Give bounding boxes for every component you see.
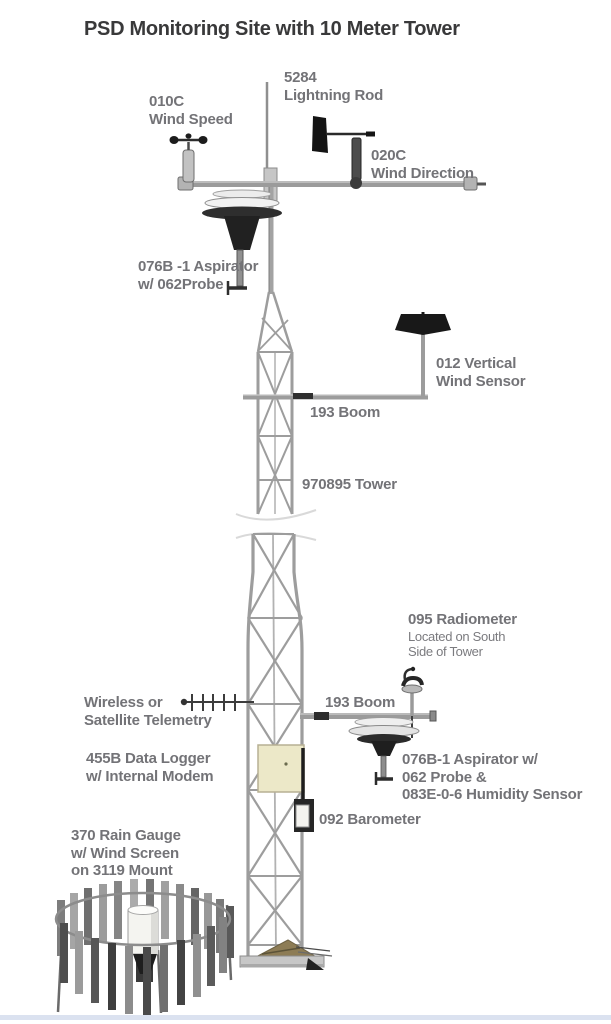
label-line: on 3119 Mount (71, 862, 173, 879)
label-line: Wind Sensor (436, 372, 526, 390)
label-line: Side of Tower (408, 644, 483, 659)
label-rain-gauge: 370 Rain Gauge w/ Wind Screen on 3119 Mo… (71, 827, 181, 880)
upper-193-boom-graphic (243, 393, 428, 400)
label-line: 455B Data Logger (86, 750, 211, 767)
label-telemetry: Wireless or Satellite Telemetry (84, 694, 212, 729)
footer-line (0, 1015, 611, 1020)
label-line: 076B-1 Aspirator w/ (402, 751, 538, 768)
lower-tower-graphic (246, 533, 304, 957)
label-line: 5284 (284, 69, 317, 86)
label-wind-speed: 010C Wind Speed (149, 93, 233, 128)
label-aspirator-lower: 076B-1 Aspirator w/ 062 Probe & 083E-0-6… (402, 751, 582, 804)
label-line: 083E-0-6 Humidity Sensor (402, 786, 583, 803)
label-radiometer: 095 Radiometer Located on South Side of … (408, 611, 517, 660)
label-barometer: 092 Barometer (319, 811, 421, 828)
label-tower: 970895 Tower (302, 476, 397, 493)
label-line: Wind Direction (371, 164, 474, 182)
label-line: Satellite Telemetry (84, 711, 212, 729)
tower-break-graphic (235, 509, 317, 541)
label-boom-upper: 193 Boom (310, 404, 381, 421)
aspirator-top-graphic (202, 189, 282, 295)
rain-gauge-graphic (54, 879, 234, 1015)
radiometer-graphic (401, 666, 424, 738)
label-line: 012 Vertical (436, 355, 517, 372)
label-line: 062 Probe & (402, 768, 487, 786)
label-line: 010C (149, 93, 185, 110)
upper-tower-graphic (256, 291, 294, 515)
label-line: w/ Internal Modem (86, 767, 214, 785)
label-lightning-rod: 5284 Lightning Rod (284, 69, 383, 104)
label-data-logger: 455B Data Logger w/ Internal Modem (86, 750, 214, 785)
vertical-wind-sensor-graphic (395, 312, 451, 397)
aspirator-lower-graphic (348, 717, 420, 785)
label-line: w/ Wind Screen (71, 844, 179, 862)
tower-base-graphic (239, 939, 333, 970)
barometer-graphic (294, 799, 314, 832)
top-boom-graphic (177, 176, 486, 191)
label-boom-lower: 193 Boom (325, 694, 396, 711)
label-line: w/ 062Probe (138, 275, 224, 293)
data-logger-graphic (257, 744, 305, 800)
label-line: 095 Radiometer (408, 611, 517, 628)
wind-vane-graphic (312, 116, 375, 189)
label-aspirator-top: 076B -1 Aspirator w/ 062Probe (138, 258, 258, 293)
label-line: Lightning Rod (284, 86, 384, 104)
label-line: 370 Rain Gauge (71, 827, 181, 844)
label-line: Located on South (408, 628, 506, 644)
label-line: Wireless or (84, 694, 163, 711)
label-line: 076B -1 Aspirator (138, 258, 259, 275)
anemometer-graphic (169, 133, 208, 183)
wind-screen-front-slats (60, 917, 227, 1015)
label-line: 020C (371, 147, 407, 164)
page-title: PSD Monitoring Site with 10 Meter Tower (84, 18, 460, 40)
telemetry-antenna-graphic (180, 694, 254, 711)
label-line: Wind Speed (149, 110, 233, 128)
label-wind-direction: 020C Wind Direction (371, 147, 474, 182)
label-vertical-wind-sensor: 012 Vertical Wind Sensor (436, 355, 526, 390)
